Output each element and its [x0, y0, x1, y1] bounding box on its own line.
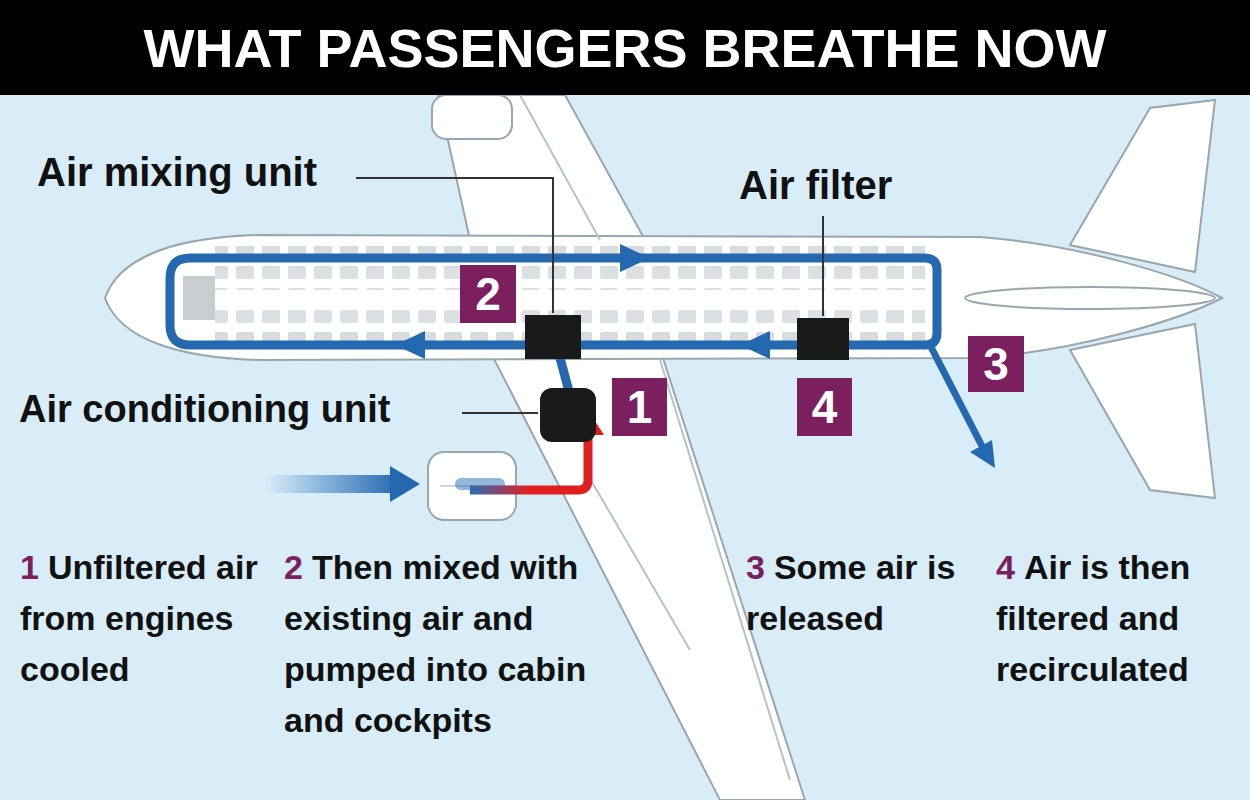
- air-mixing-unit: [525, 315, 581, 359]
- caption-text: Some air is released: [746, 548, 955, 637]
- caption-block: 3Some air is released: [746, 542, 971, 644]
- air-conditioning-unit: [540, 388, 596, 442]
- part-label: Air mixing unit: [34, 150, 320, 195]
- callout-square: 2: [460, 265, 516, 323]
- caption-block: 1Unfiltered air from engines cooled: [20, 542, 270, 695]
- callout-number: 3: [983, 337, 1009, 391]
- callout-square: 4: [797, 378, 852, 436]
- caption-text: Unfiltered air from engines cooled: [20, 548, 258, 688]
- caption-number: 2: [284, 548, 303, 586]
- caption-block: 4Air is then filtered and recirculated: [996, 542, 1236, 695]
- part-label: Air filter: [736, 163, 895, 208]
- caption-text: Then mixed with existing air and pumped …: [284, 548, 586, 739]
- air-filter: [797, 318, 849, 360]
- caption-number: 3: [746, 548, 765, 586]
- callout-square: 1: [612, 378, 667, 436]
- caption-number: 1: [20, 548, 39, 586]
- title-text: WHAT PASSENGERS BREATHE NOW: [143, 17, 1106, 79]
- title-bar: WHAT PASSENGERS BREATHE NOW: [0, 0, 1250, 95]
- callout-square: 3: [968, 336, 1024, 392]
- callout-number: 4: [812, 380, 838, 434]
- caption-block: 2Then mixed with existing air and pumped…: [284, 542, 644, 746]
- caption-text: Air is then filtered and recirculated: [996, 548, 1190, 688]
- callout-number: 1: [627, 380, 653, 434]
- callout-number: 2: [475, 267, 501, 321]
- caption-number: 4: [996, 548, 1015, 586]
- part-label: Air conditioning unit: [16, 388, 393, 431]
